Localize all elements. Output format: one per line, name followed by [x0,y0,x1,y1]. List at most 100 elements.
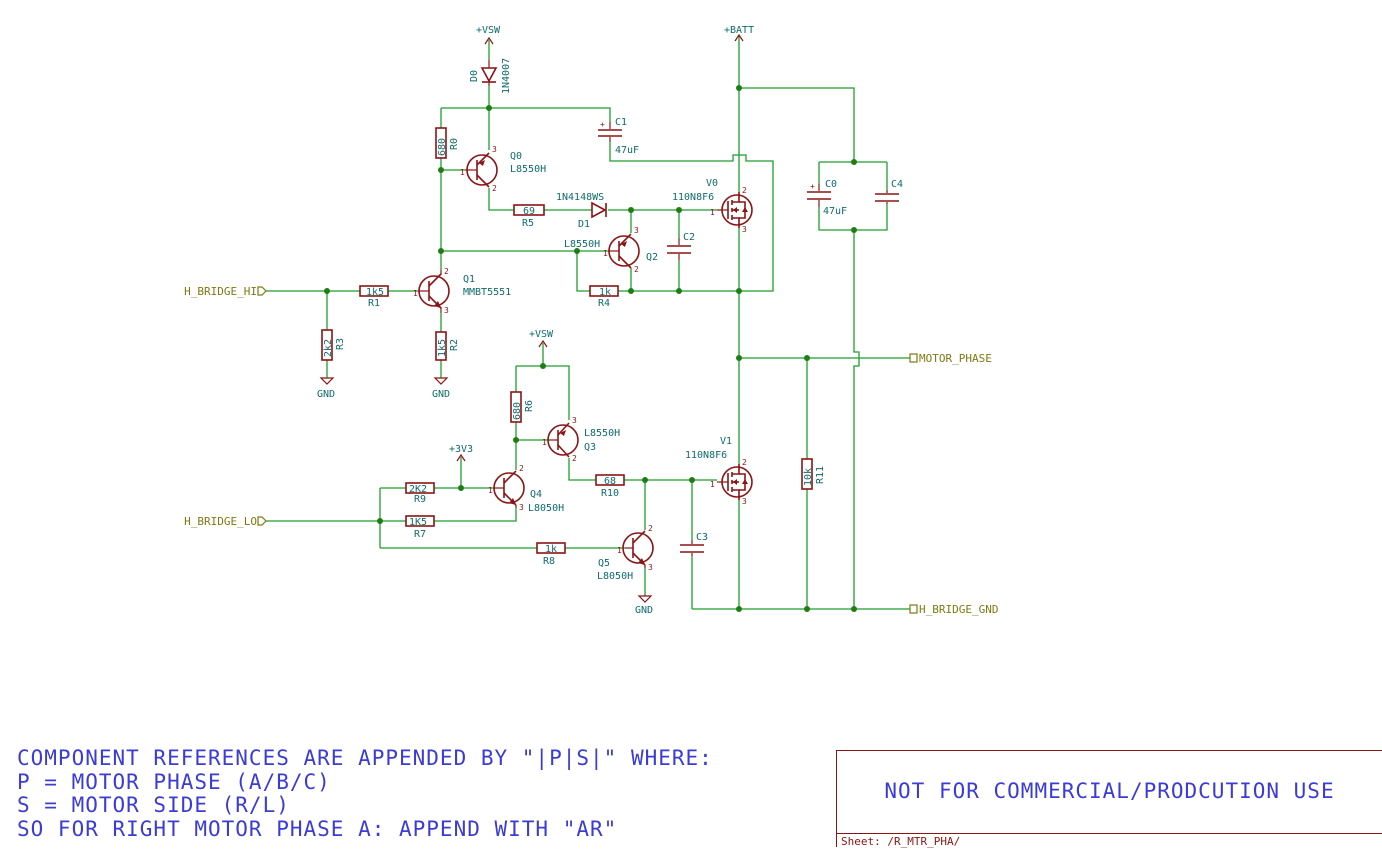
pin-number: 3 [742,497,747,506]
capacitor-c4[interactable]: C4 [875,179,903,204]
hier-label-text: MOTOR_PHASE [919,352,992,365]
mosfet-v0[interactable]: 1 2 3 V0 110N8F6 [672,178,753,234]
mosfet-v1[interactable]: 1 2 3 V1 110N8F6 [685,436,753,506]
resistor-r4[interactable]: 1k R4 [589,285,619,309]
transistor-q2[interactable]: 1 3 2 L8550H Q2 [564,226,658,274]
pin-number: 2 [572,454,577,463]
resistor-r11[interactable]: 10k R11 [801,458,826,490]
diode-d1[interactable]: 1N4148WS D1 [556,192,607,230]
component-value: 680 [512,402,523,420]
power-label: +3V3 [449,444,473,455]
junction-dot [851,159,857,165]
power-vsw-mid: +VSW [529,329,554,348]
pin-number: 1 [603,249,608,258]
pin-number: 1 [413,289,418,298]
resistor-r1[interactable]: 1k5 R1 [359,285,389,309]
component-value: 680 [437,138,448,156]
hier-label-phase[interactable]: MOTOR_PHASE [909,352,992,365]
junction-dot [513,437,519,443]
pin-number: 2 [648,524,653,533]
pin-number: 1 [488,486,493,495]
junction-dot [438,167,444,173]
component-value: 110N8F6 [672,192,714,203]
junction-dot [628,288,634,294]
power-label: GND [432,389,450,400]
pin-number: 3 [492,145,497,154]
component-value: L8550H [584,428,620,439]
capacitor-c1[interactable]: + C1 47uF [598,117,639,156]
component-ref: D0 [469,70,480,82]
hier-label-text: H_BRIDGE_HI [184,285,257,298]
pin-number: 3 [519,503,524,512]
component-ref: Q2 [646,252,658,263]
component-ref: Q5 [598,558,610,569]
capacitor-c2[interactable]: C2 [667,232,695,260]
resistor-r7[interactable]: 1K5 R7 [405,515,435,540]
transistor-q4[interactable]: 1 2 3 Q4 L8050H [488,464,564,514]
resistor-r5[interactable]: 69 R5 [513,204,545,229]
component-ref: C2 [683,232,695,243]
transistor-q1[interactable]: 1 2 3 Q1 MMBT5551 [413,267,511,315]
hier-label-gnd[interactable]: H_BRIDGE_GND [909,603,998,616]
pin-number: 2 [742,458,747,467]
resistor-r0[interactable]: 680 R0 [435,127,460,159]
component-value: MMBT5551 [463,287,511,298]
diode-d0[interactable]: D0 1N4007 [469,58,512,94]
component-ref: R8 [543,556,555,567]
resistor-r3[interactable]: 2k2 R3 [321,329,346,361]
pin-number: 3 [742,225,747,234]
junction-dot [804,355,810,361]
capacitor-c3[interactable]: C3 [680,532,708,556]
pin-number: 1 [710,480,715,489]
pin-number: 3 [572,416,577,425]
component-ref: C1 [615,117,627,128]
pin-number: 3 [648,563,653,572]
sheet-path: Sheet: /R_MTR_PHA/ [837,833,1382,849]
resistor-r10[interactable]: 68 R10 [595,474,625,499]
transistor-q0[interactable]: 1 3 2 Q0 L8550H [460,145,546,193]
transistor-q5[interactable]: 1 2 3 Q5 L8050H [597,524,654,582]
resistor-r8[interactable]: 1k R8 [536,542,566,567]
junction-dot [689,477,695,483]
power-batt: +BATT [724,25,754,42]
pin-number: 1 [460,168,465,177]
pin-number: 1 [710,208,715,217]
note-line: S = MOTOR SIDE (R/L) [17,793,290,817]
capacitor-c0[interactable]: + C0 47uF [807,179,847,217]
component-value: 2k2 [323,339,334,357]
component-ref: R6 [524,400,535,412]
component-value: 47uF [615,145,639,156]
component-ref: R2 [449,339,460,351]
junction-dot [574,248,580,254]
component-ref: R0 [449,138,460,150]
pin-number: 2 [634,265,639,274]
hier-label-lo[interactable]: H_BRIDGE_LO [184,515,267,528]
component-value: 1k5 [366,287,384,298]
component-value: 1k5 [437,339,448,357]
resistor-r2[interactable]: 1k5 R2 [435,331,460,361]
component-value: 1k [545,544,557,555]
note-line: SO FOR RIGHT MOTOR PHASE A: APPEND WITH … [17,816,618,841]
component-ref: R9 [414,494,426,505]
power-label: GND [317,389,335,400]
pin-number: 2 [492,184,497,193]
junctions [324,85,857,612]
component-ref: R1 [368,298,380,309]
transistor-q3[interactable]: 1 3 2 L8550H Q3 [542,416,620,463]
resistor-r9[interactable]: 2K2 R9 [405,482,435,505]
title-block: NOT FOR COMMERCIAL/PRODCUTION USE Sheet:… [836,750,1382,849]
pin-number: 2 [742,186,747,195]
junction-dot [804,606,810,612]
usage-banner: NOT FOR COMMERCIAL/PRODCUTION USE [884,779,1335,803]
pin-number: 3 [444,306,449,315]
component-value: L8550H [564,239,600,250]
junction-dot [851,606,857,612]
component-ref: R10 [601,488,619,499]
junction-dot [438,248,444,254]
power-label: +VSW [529,329,554,340]
component-ref: C0 [825,179,837,190]
component-value: L8050H [597,571,633,582]
hier-label-hi[interactable]: H_BRIDGE_HI [184,285,267,298]
resistor-r6[interactable]: 680 R6 [510,391,535,423]
